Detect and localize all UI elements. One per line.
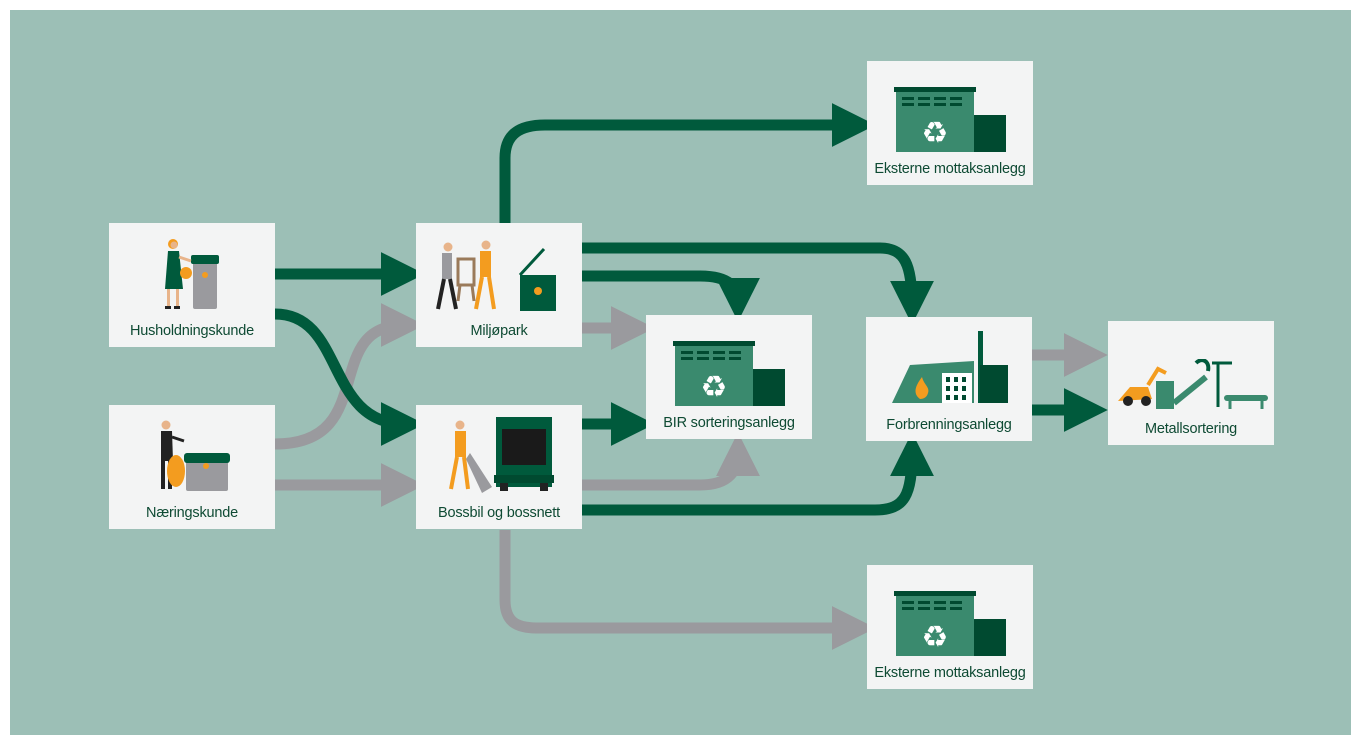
node-husholdningskunde: Husholdningskunde bbox=[109, 223, 275, 347]
node-label: Husholdningskunde bbox=[130, 323, 254, 339]
woman-with-bin-icon bbox=[165, 239, 219, 309]
node-label: BIR sorteringsanlegg bbox=[663, 415, 795, 431]
metal-sorting-icon bbox=[1118, 359, 1268, 409]
node-miljopark: Miljøpark bbox=[416, 223, 582, 347]
node-eksterne-mottaksanlegg-top: ♻ Eksterne mottaksanlegg bbox=[867, 61, 1033, 185]
people-carrying-furniture-icon bbox=[436, 240, 556, 311]
node-metallsortering: Metallsortering bbox=[1108, 321, 1274, 445]
node-label: Eksterne mottaksanlegg bbox=[874, 161, 1026, 177]
flow-miljopark-to-forbrenning bbox=[582, 242, 934, 325]
node-bir-sorteringsanlegg: ♻ BIR sorteringsanlegg bbox=[646, 315, 812, 439]
node-forbrenningsanlegg: Forbrenningsanlegg bbox=[866, 317, 1032, 441]
flow-bossbil-to-bir-grey bbox=[582, 432, 760, 491]
node-naeringskunde: Næringskunde bbox=[109, 405, 275, 529]
garbage-truck-icon bbox=[449, 417, 554, 493]
node-label: Miljøpark bbox=[470, 323, 528, 339]
flow-bossbil-to-forbrenning bbox=[582, 432, 934, 516]
node-eksterne-mottaksanlegg-bottom: ♻ Eksterne mottaksanlegg bbox=[867, 565, 1033, 689]
node-label: Eksterne mottaksanlegg bbox=[874, 665, 1026, 681]
node-label: Næringskunde bbox=[146, 505, 238, 521]
svg-text:♻: ♻ bbox=[701, 370, 728, 405]
incineration-plant-icon bbox=[892, 331, 1008, 403]
svg-text:♻: ♻ bbox=[922, 116, 949, 151]
flow-husholdning-to-bossbil bbox=[274, 308, 425, 446]
recycling-building-icon: ♻ bbox=[673, 341, 785, 406]
node-label: Bossbil og bossnett bbox=[438, 505, 560, 521]
flow-bossbil-to-eksterne-bottom bbox=[499, 530, 876, 650]
flow-miljopark-to-bir-dark bbox=[582, 270, 760, 322]
man-with-bin-icon bbox=[161, 420, 230, 491]
recycling-building-icon: ♻ bbox=[894, 87, 1006, 152]
node-label: Forbrenningsanlegg bbox=[886, 417, 1012, 433]
recycling-building-icon: ♻ bbox=[894, 591, 1006, 656]
node-bossbil: Bossbil og bossnett bbox=[416, 405, 582, 529]
svg-text:♻: ♻ bbox=[922, 620, 949, 655]
flow-miljopark-to-eksterne-top bbox=[499, 103, 876, 223]
node-label: Metallsortering bbox=[1144, 421, 1238, 437]
